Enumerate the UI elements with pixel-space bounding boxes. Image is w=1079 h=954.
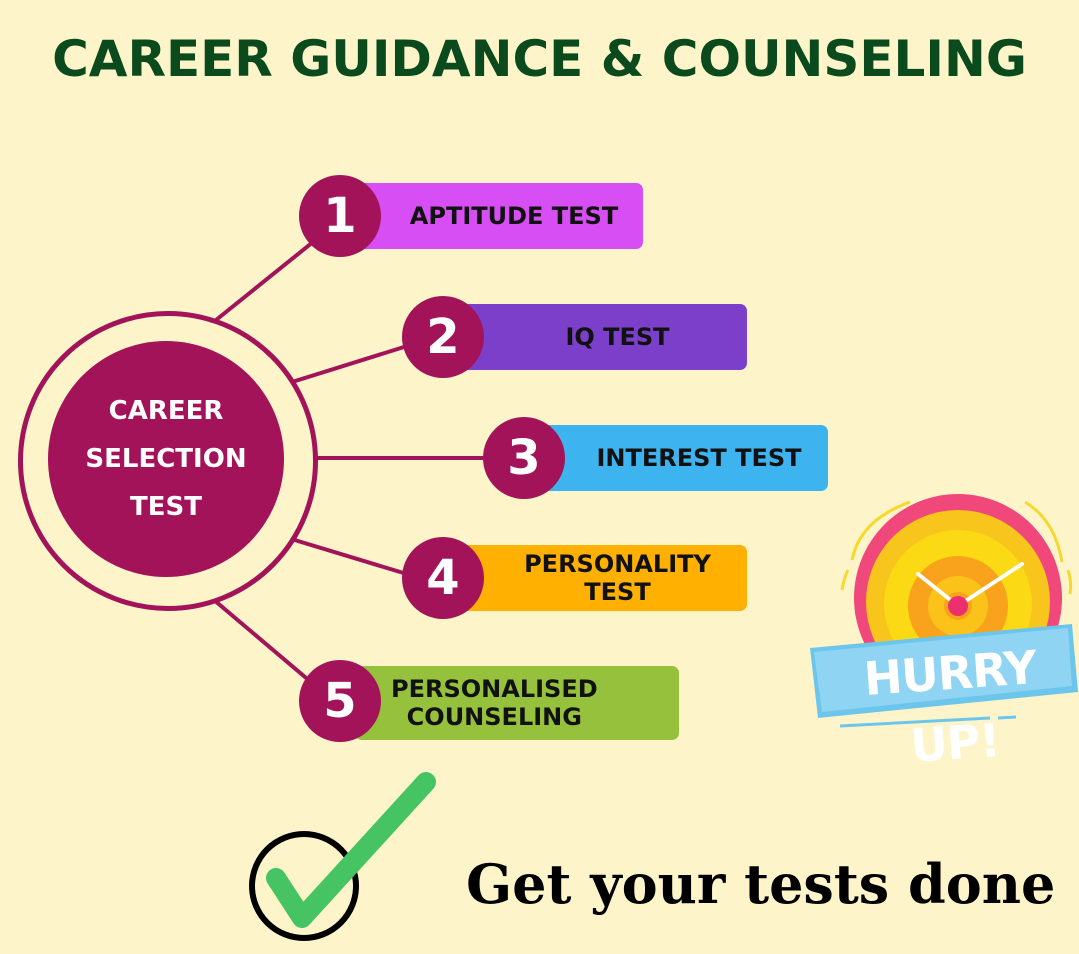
connector-line-4 xyxy=(287,536,421,580)
step-number-3: 3 xyxy=(483,417,565,499)
step-label: PERSONALISED COUNSELING xyxy=(391,675,598,731)
checkmark-icon xyxy=(249,772,436,941)
step-number-2: 2 xyxy=(402,296,484,378)
step-bar-personality-test: PERSONALITY TEST xyxy=(458,545,747,611)
step-bar-aptitude-test: APTITUDE TEST xyxy=(355,183,643,249)
step-label-line: PERSONALITY xyxy=(524,550,711,578)
step-label-line: INTEREST TEST xyxy=(596,444,802,472)
step-label-line: TEST xyxy=(584,578,651,606)
step-bar-iq-test: IQ TEST xyxy=(458,304,747,370)
step-number-4: 4 xyxy=(402,537,484,619)
connector-line-5 xyxy=(212,598,320,690)
step-number-5: 5 xyxy=(299,660,381,742)
connector-line-1 xyxy=(214,236,320,322)
step-label-line: IQ TEST xyxy=(565,323,670,351)
page-title: CAREER GUIDANCE & COUNSELING xyxy=(52,30,1027,88)
step-label: PERSONALITY TEST xyxy=(524,550,711,606)
alarm-clock-icon xyxy=(810,494,1078,728)
hub-label: CAREER SELECTION TEST xyxy=(85,387,246,531)
step-label: APTITUDE TEST xyxy=(410,202,618,230)
hub-label-line: SELECTION xyxy=(85,444,247,474)
career-selection-hub: CAREER SELECTION TEST xyxy=(48,341,284,577)
step-label: IQ TEST xyxy=(565,323,669,351)
step-bar-personalised-counseling: PERSONALISED COUNSELING xyxy=(355,666,679,740)
hub-label-line: TEST xyxy=(130,492,202,522)
step-label: INTEREST TEST xyxy=(596,444,801,472)
step-number-1: 1 xyxy=(299,175,381,257)
step-label-line: APTITUDE TEST xyxy=(409,202,619,230)
step-label-line: COUNSELING xyxy=(406,703,582,731)
connector-line-2 xyxy=(291,340,421,384)
step-bar-interest-test: INTEREST TEST xyxy=(540,425,828,491)
step-label-line: PERSONALISED xyxy=(391,675,598,703)
hub-label-line: CAREER xyxy=(108,396,224,426)
footer-call-to-action: Get your tests done xyxy=(466,852,1056,916)
